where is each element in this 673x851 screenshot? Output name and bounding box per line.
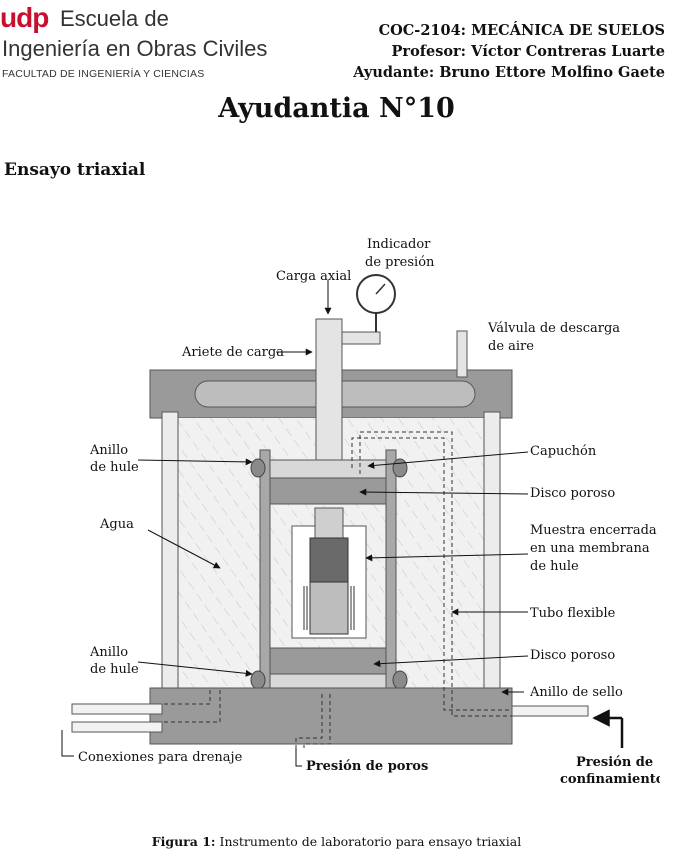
diagram-labels: Indicador de presión Carga axial Válvula… — [78, 237, 665, 787]
flexible-tube — [162, 431, 512, 748]
label-presion-conf-2: confinamiento — [560, 772, 660, 787]
rubber-ring-bottom-left — [250, 670, 266, 690]
label-carga-axial: Carga axial — [276, 269, 351, 284]
rubber-ring-top-left — [250, 458, 266, 478]
specimen-cap — [269, 459, 387, 479]
specimen-upper — [309, 537, 349, 583]
label-disco-bot: Disco poroso — [530, 648, 615, 663]
label-ariete: Ariete de carga — [181, 345, 284, 360]
confining-pipe — [511, 705, 589, 717]
section-heading: Ensayo triaxial — [4, 160, 146, 180]
label-disco-top: Disco poroso — [530, 486, 615, 501]
inner-rod-left — [259, 449, 271, 699]
label-anillo-top-1: Anillo — [89, 443, 128, 458]
logo-udp: udp — [0, 2, 49, 33]
label-muestra-3: de hule — [530, 559, 579, 574]
label-indicator-2: de presión — [365, 255, 435, 270]
label-anillo-bot-2: de hule — [90, 662, 139, 677]
logo-faculty: FACULTAD DE INGENIERÍA Y CIENCIAS — [2, 68, 205, 80]
label-tubo: Tubo flexible — [530, 606, 616, 621]
logo-program: Ingeniería en Obras Civiles — [2, 36, 268, 61]
label-muestra-2: en una membrana — [530, 541, 650, 556]
university-logo: udp Escuela de Ingeniería en Obras Civil… — [0, 2, 270, 84]
left-post — [161, 411, 179, 699]
label-valvula-1: Válvula de descarga — [487, 321, 620, 336]
label-anillo-sello: Anillo de sello — [529, 685, 623, 700]
loading-ram — [315, 318, 343, 470]
gauge-needle — [375, 283, 386, 295]
professor-name: Profesor: Víctor Contreras Luarte — [391, 43, 665, 60]
rubber-ring-bottom-right — [392, 670, 408, 690]
triaxial-svg: Indicador de presión Carga axial Válvula… — [61, 237, 665, 787]
drain-pipe-1 — [71, 703, 163, 715]
label-indicator-1: Indicador — [367, 237, 431, 252]
label-presion-poros: Presión de poros — [306, 759, 428, 774]
air-valve — [456, 330, 468, 378]
caption-label: Figura 1: — [151, 834, 216, 849]
assistant-name: Ayudante: Bruno Ettore Molfino Gaete — [353, 64, 665, 81]
label-anillo-top-2: de hule — [90, 460, 139, 475]
caption-text: Instrumento de laboratorio para ensayo t… — [215, 834, 522, 849]
specimen-piston — [314, 507, 344, 539]
label-capuchon: Capuchón — [530, 444, 597, 459]
label-anillo-bot-1: Anillo — [89, 645, 128, 660]
logo-school: Escuela de — [60, 6, 169, 31]
porous-disc-bottom — [269, 647, 387, 675]
specimen-membrane — [303, 586, 355, 630]
course-header: COC-2104: MECÁNICA DE SUELOS Profesor: V… — [353, 20, 665, 83]
triaxial-diagram: Indicador de presión Carga axial Válvula… — [60, 228, 665, 788]
gauge-arm — [341, 331, 381, 345]
porous-disc-top — [269, 477, 387, 505]
specimen-lower — [309, 581, 349, 635]
drain-pipe-2 — [71, 721, 163, 733]
figure-caption: Figura 1: Instrumento de laboratorio par… — [0, 834, 673, 849]
label-presion-conf-1: Presión de — [576, 755, 653, 770]
label-muestra-1: Muestra encerrada — [530, 523, 657, 538]
label-conexiones: Conexiones para drenaje — [78, 750, 243, 765]
rubber-ring-top-right — [392, 458, 408, 478]
leader-lines — [61, 280, 624, 767]
label-agua: Agua — [99, 517, 134, 532]
course-code: COC-2104: MECÁNICA DE SUELOS — [378, 22, 665, 39]
page-title: Ayudantia N°10 — [218, 93, 455, 124]
label-valvula-2: de aire — [488, 339, 534, 354]
inner-rod-right — [385, 449, 397, 699]
